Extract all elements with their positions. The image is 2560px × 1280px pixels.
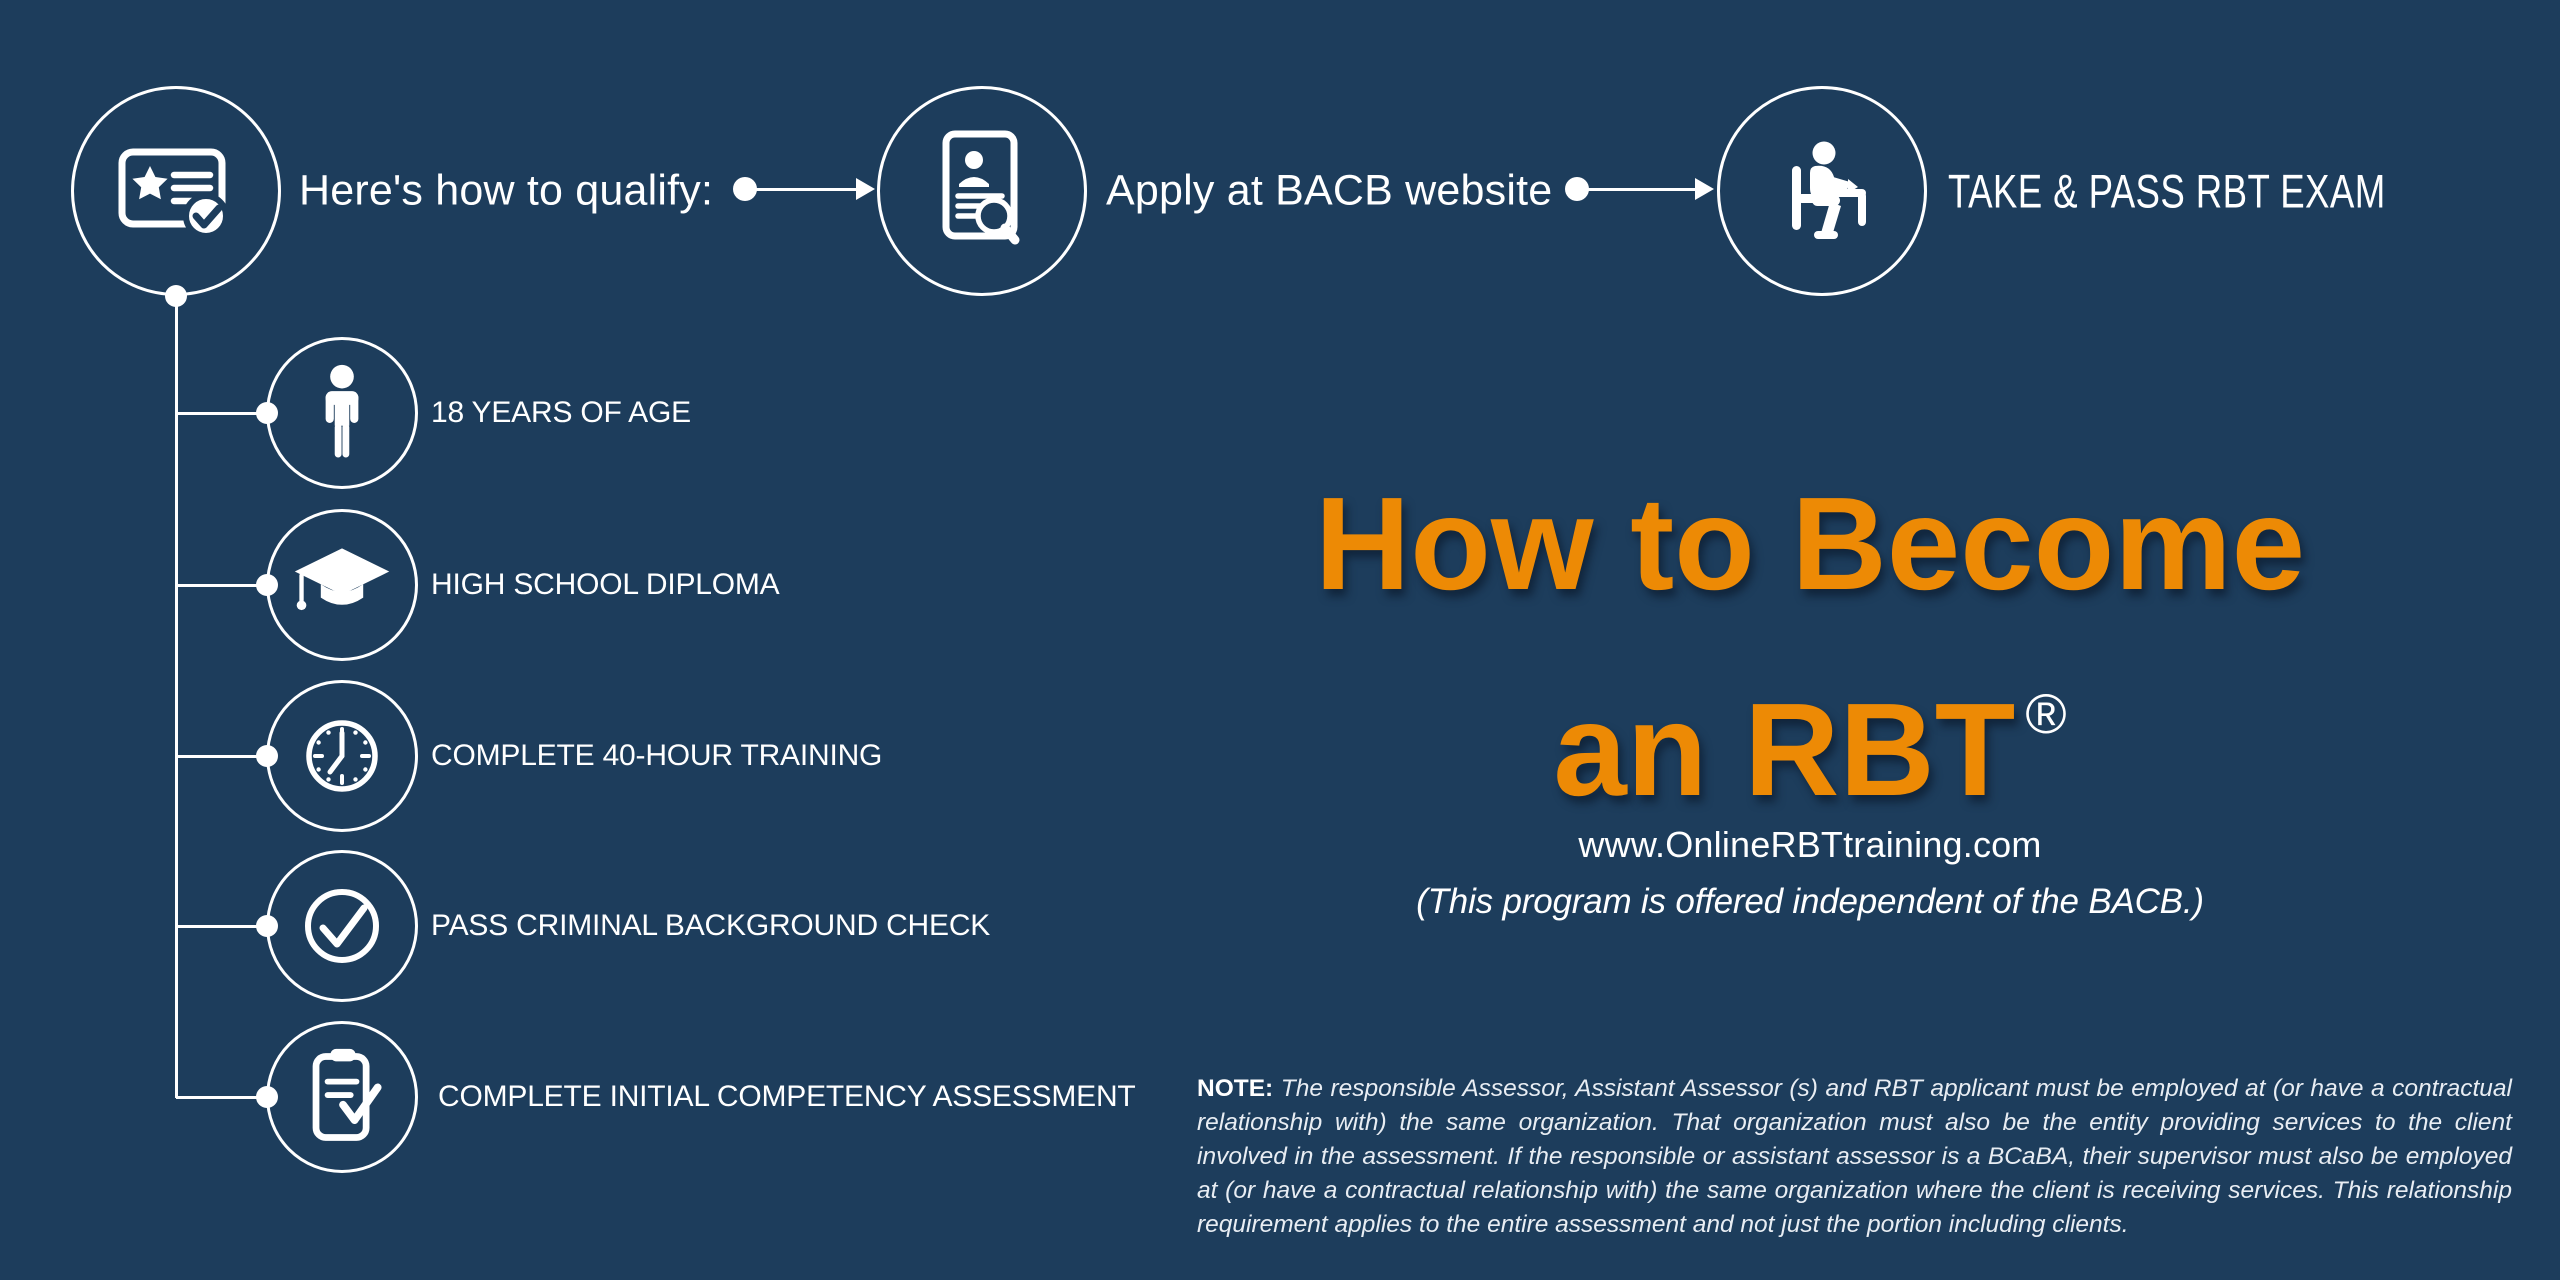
- branch-line: [176, 924, 268, 928]
- main-title-line2-text: an RBT: [1553, 676, 2016, 823]
- requirement-circle: [266, 850, 418, 1002]
- spine-line: [174, 296, 178, 1098]
- branch-line: [176, 754, 268, 758]
- branch-line: [176, 583, 268, 587]
- graduation-cap-icon: [289, 542, 395, 630]
- note-heading: NOTE:: [1197, 1075, 1274, 1102]
- apply-circle: [877, 86, 1087, 296]
- resume-search-icon: [930, 128, 1034, 252]
- requirement-label: COMPLETE INITIAL COMPETENCY ASSESSMENT: [438, 1080, 1136, 1113]
- note-paragraph: NOTE: The responsible Assessor, Assistan…: [1197, 1072, 2512, 1242]
- independence-disclaimer: (This program is offered independent of …: [1416, 882, 2204, 921]
- main-title-line1: How to Become: [1314, 470, 2306, 617]
- requirement-label: 18 YEARS OF AGE: [431, 396, 691, 429]
- requirement-circle: [266, 1021, 418, 1173]
- exam-step-label: TAKE & PASS RBT EXAM: [1948, 164, 2386, 218]
- certificate-badge-icon: [114, 140, 238, 240]
- arrowhead-icon: [1695, 178, 1714, 200]
- requirement-label: HIGH SCHOOL DIPLOMA: [431, 568, 780, 601]
- requirement-circle: [266, 680, 418, 832]
- requirement-circle: [266, 509, 418, 661]
- branch-line: [176, 411, 268, 415]
- exam-circle: [1717, 86, 1927, 296]
- requirement-label: PASS CRIMINAL BACKGROUND CHECK: [431, 909, 991, 942]
- qualify-step-label: Here's how to qualify:: [299, 166, 714, 215]
- requirement-label: COMPLETE 40-HOUR TRAINING: [431, 739, 883, 772]
- branch-line: [176, 1095, 268, 1099]
- flow-arrow-line: [745, 187, 858, 191]
- check-circle-icon: [292, 876, 392, 976]
- note-body: The responsible Assessor, Assistant Asse…: [1197, 1075, 2512, 1238]
- arrowhead-icon: [856, 178, 875, 200]
- clipboard-check-icon: [294, 1044, 392, 1150]
- flow-arrow-line: [1577, 187, 1697, 191]
- website-url: www.OnlineRBTtraining.com: [1578, 824, 2042, 865]
- apply-step-label: Apply at BACB website: [1106, 166, 1553, 215]
- requirement-circle: [266, 337, 418, 489]
- clock-icon: [292, 706, 392, 806]
- registered-mark: ®: [2025, 682, 2067, 745]
- person-icon: [300, 363, 384, 463]
- exam-desk-icon: [1768, 132, 1876, 250]
- main-title-line2: an RBT®: [1280, 644, 2340, 820]
